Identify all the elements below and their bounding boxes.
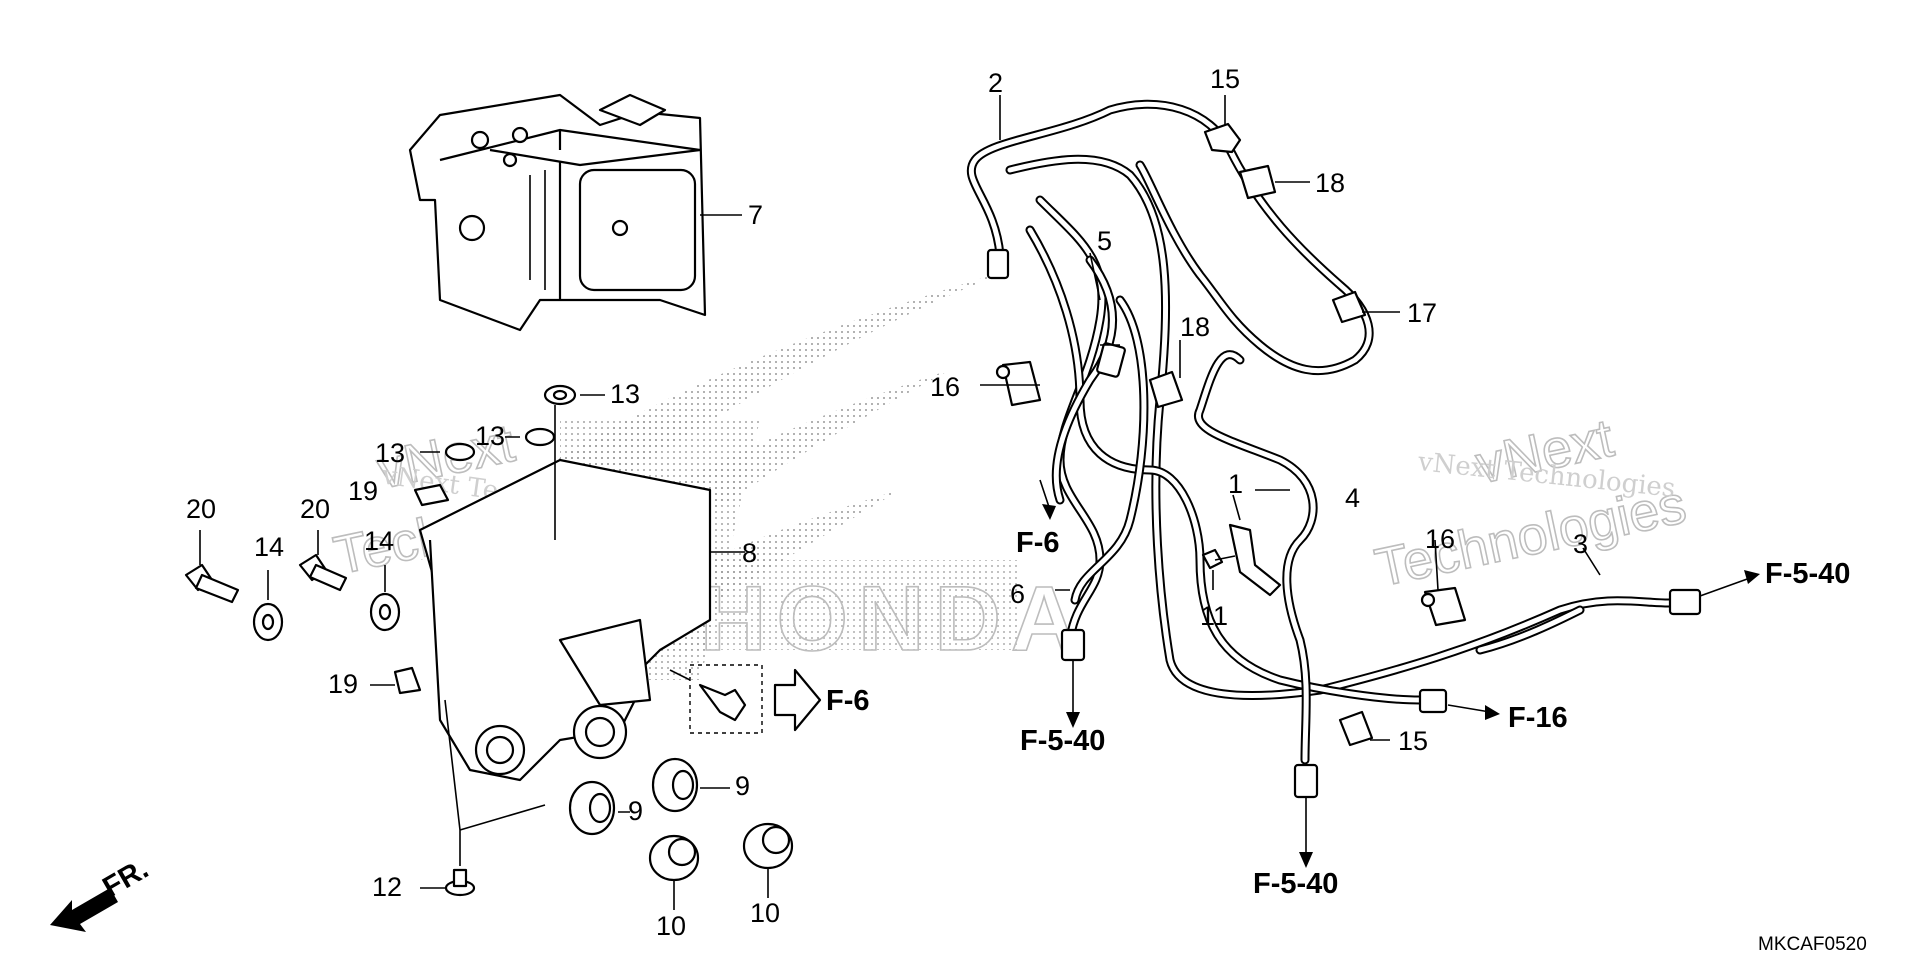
bolt-20-right[interactable] bbox=[298, 553, 348, 592]
pipe-fitting-5[interactable] bbox=[1096, 342, 1126, 378]
callout-8: 8 bbox=[742, 538, 757, 568]
washer-14-right[interactable] bbox=[369, 592, 401, 632]
clip-15-upper[interactable] bbox=[1203, 122, 1242, 154]
clamp-18-middle[interactable] bbox=[1148, 370, 1184, 409]
arrow-to-f540-c bbox=[1699, 570, 1760, 597]
callout-13-top: 13 bbox=[610, 379, 640, 409]
bolt-11[interactable] bbox=[1201, 548, 1236, 570]
brake-pipes[interactable] bbox=[966, 99, 1695, 765]
pipe-fitting-lower[interactable] bbox=[1293, 763, 1319, 799]
callout-14-left: 14 bbox=[254, 532, 284, 562]
arrow-to-f6-center bbox=[1039, 479, 1056, 520]
callout-10-left: 10 bbox=[656, 911, 686, 941]
svg-text:HONDA: HONDA bbox=[700, 568, 1087, 670]
pipe-fitting-6[interactable] bbox=[1060, 628, 1086, 662]
clamp-17[interactable] bbox=[1331, 290, 1367, 324]
callout-20-left: 20 bbox=[186, 494, 216, 524]
ref-f6-center[interactable]: F-6 bbox=[1016, 527, 1060, 559]
bolt-12[interactable] bbox=[444, 868, 476, 897]
callout-14-right: 14 bbox=[364, 526, 394, 556]
ref-f16[interactable]: F-16 bbox=[1508, 702, 1568, 734]
callout-13-left: 13 bbox=[375, 438, 405, 468]
pipe-fitting-upper-left[interactable] bbox=[986, 248, 1010, 280]
callout-15-upper: 15 bbox=[1210, 64, 1240, 94]
callout-16-upper: 16 bbox=[930, 372, 960, 402]
boxed-bolt-reference[interactable] bbox=[669, 664, 763, 734]
callout-19-lower: 19 bbox=[328, 669, 358, 699]
clip-15-lower[interactable] bbox=[1338, 710, 1374, 747]
callout-9-right: 9 bbox=[735, 771, 750, 801]
hollow-reference-arrow-icon bbox=[773, 668, 822, 732]
callout-13-middle: 13 bbox=[475, 421, 505, 451]
ref-f540-a[interactable]: F-5-40 bbox=[1020, 725, 1105, 757]
arrow-to-f16 bbox=[1447, 704, 1500, 720]
diagram-code: MKCAF0520 bbox=[1758, 934, 1867, 955]
grommet-9-right[interactable] bbox=[651, 757, 699, 813]
callout-9-left: 9 bbox=[628, 796, 643, 826]
collar-10-left[interactable] bbox=[648, 834, 700, 882]
callout-3: 3 bbox=[1573, 529, 1588, 559]
callout-6: 6 bbox=[1010, 579, 1025, 609]
bolt-20-left[interactable] bbox=[184, 563, 240, 604]
arrow-to-f540-a bbox=[1066, 660, 1080, 728]
front-direction-arrow-icon bbox=[50, 888, 118, 932]
clip-19-lower[interactable] bbox=[393, 666, 422, 695]
callout-5: 5 bbox=[1097, 226, 1112, 256]
pipe-fitting-3[interactable] bbox=[1668, 588, 1702, 616]
ref-f540-b[interactable]: F-5-40 bbox=[1253, 868, 1338, 900]
ref-f540-c[interactable]: F-5-40 bbox=[1765, 558, 1850, 590]
callout-16-lower: 16 bbox=[1425, 524, 1455, 554]
clip-19-upper[interactable] bbox=[413, 483, 450, 507]
callout-1: 1 bbox=[1228, 469, 1243, 499]
pipe-bracket-1[interactable] bbox=[1228, 523, 1282, 597]
callout-11: 11 bbox=[1200, 601, 1228, 631]
grommet-9-left[interactable] bbox=[568, 780, 616, 836]
abs-modulator-unit[interactable] bbox=[408, 93, 742, 332]
nut-13-left[interactable] bbox=[444, 442, 476, 462]
washer-14-left[interactable] bbox=[252, 602, 284, 642]
callout-18-upper: 18 bbox=[1315, 168, 1345, 198]
callout-19-upper: 19 bbox=[348, 476, 378, 506]
abs-bracket-assembly[interactable] bbox=[418, 458, 745, 782]
callout-4: 4 bbox=[1345, 483, 1360, 513]
clamp-18-upper[interactable] bbox=[1238, 164, 1277, 200]
arrow-to-f540-b bbox=[1299, 797, 1313, 868]
callout-18-middle: 18 bbox=[1180, 312, 1210, 342]
nut-13-middle[interactable] bbox=[524, 427, 556, 447]
callout-7: 7 bbox=[748, 200, 763, 230]
callout-20-right: 20 bbox=[300, 494, 330, 524]
callout-2: 2 bbox=[988, 68, 1003, 98]
callout-12: 12 bbox=[372, 872, 402, 902]
callout-17: 17 bbox=[1407, 298, 1437, 328]
callout-10-right: 10 bbox=[750, 898, 780, 928]
sensor-16-lower[interactable] bbox=[1420, 586, 1467, 627]
sensor-16-upper[interactable] bbox=[995, 360, 1042, 407]
pipe-fitting-f16[interactable] bbox=[1418, 688, 1448, 714]
collar-10-right[interactable] bbox=[742, 822, 794, 870]
ref-f6-right[interactable]: F-6 bbox=[826, 685, 870, 717]
nut-13-top[interactable] bbox=[543, 384, 577, 406]
callout-15-lower: 15 bbox=[1398, 726, 1428, 756]
